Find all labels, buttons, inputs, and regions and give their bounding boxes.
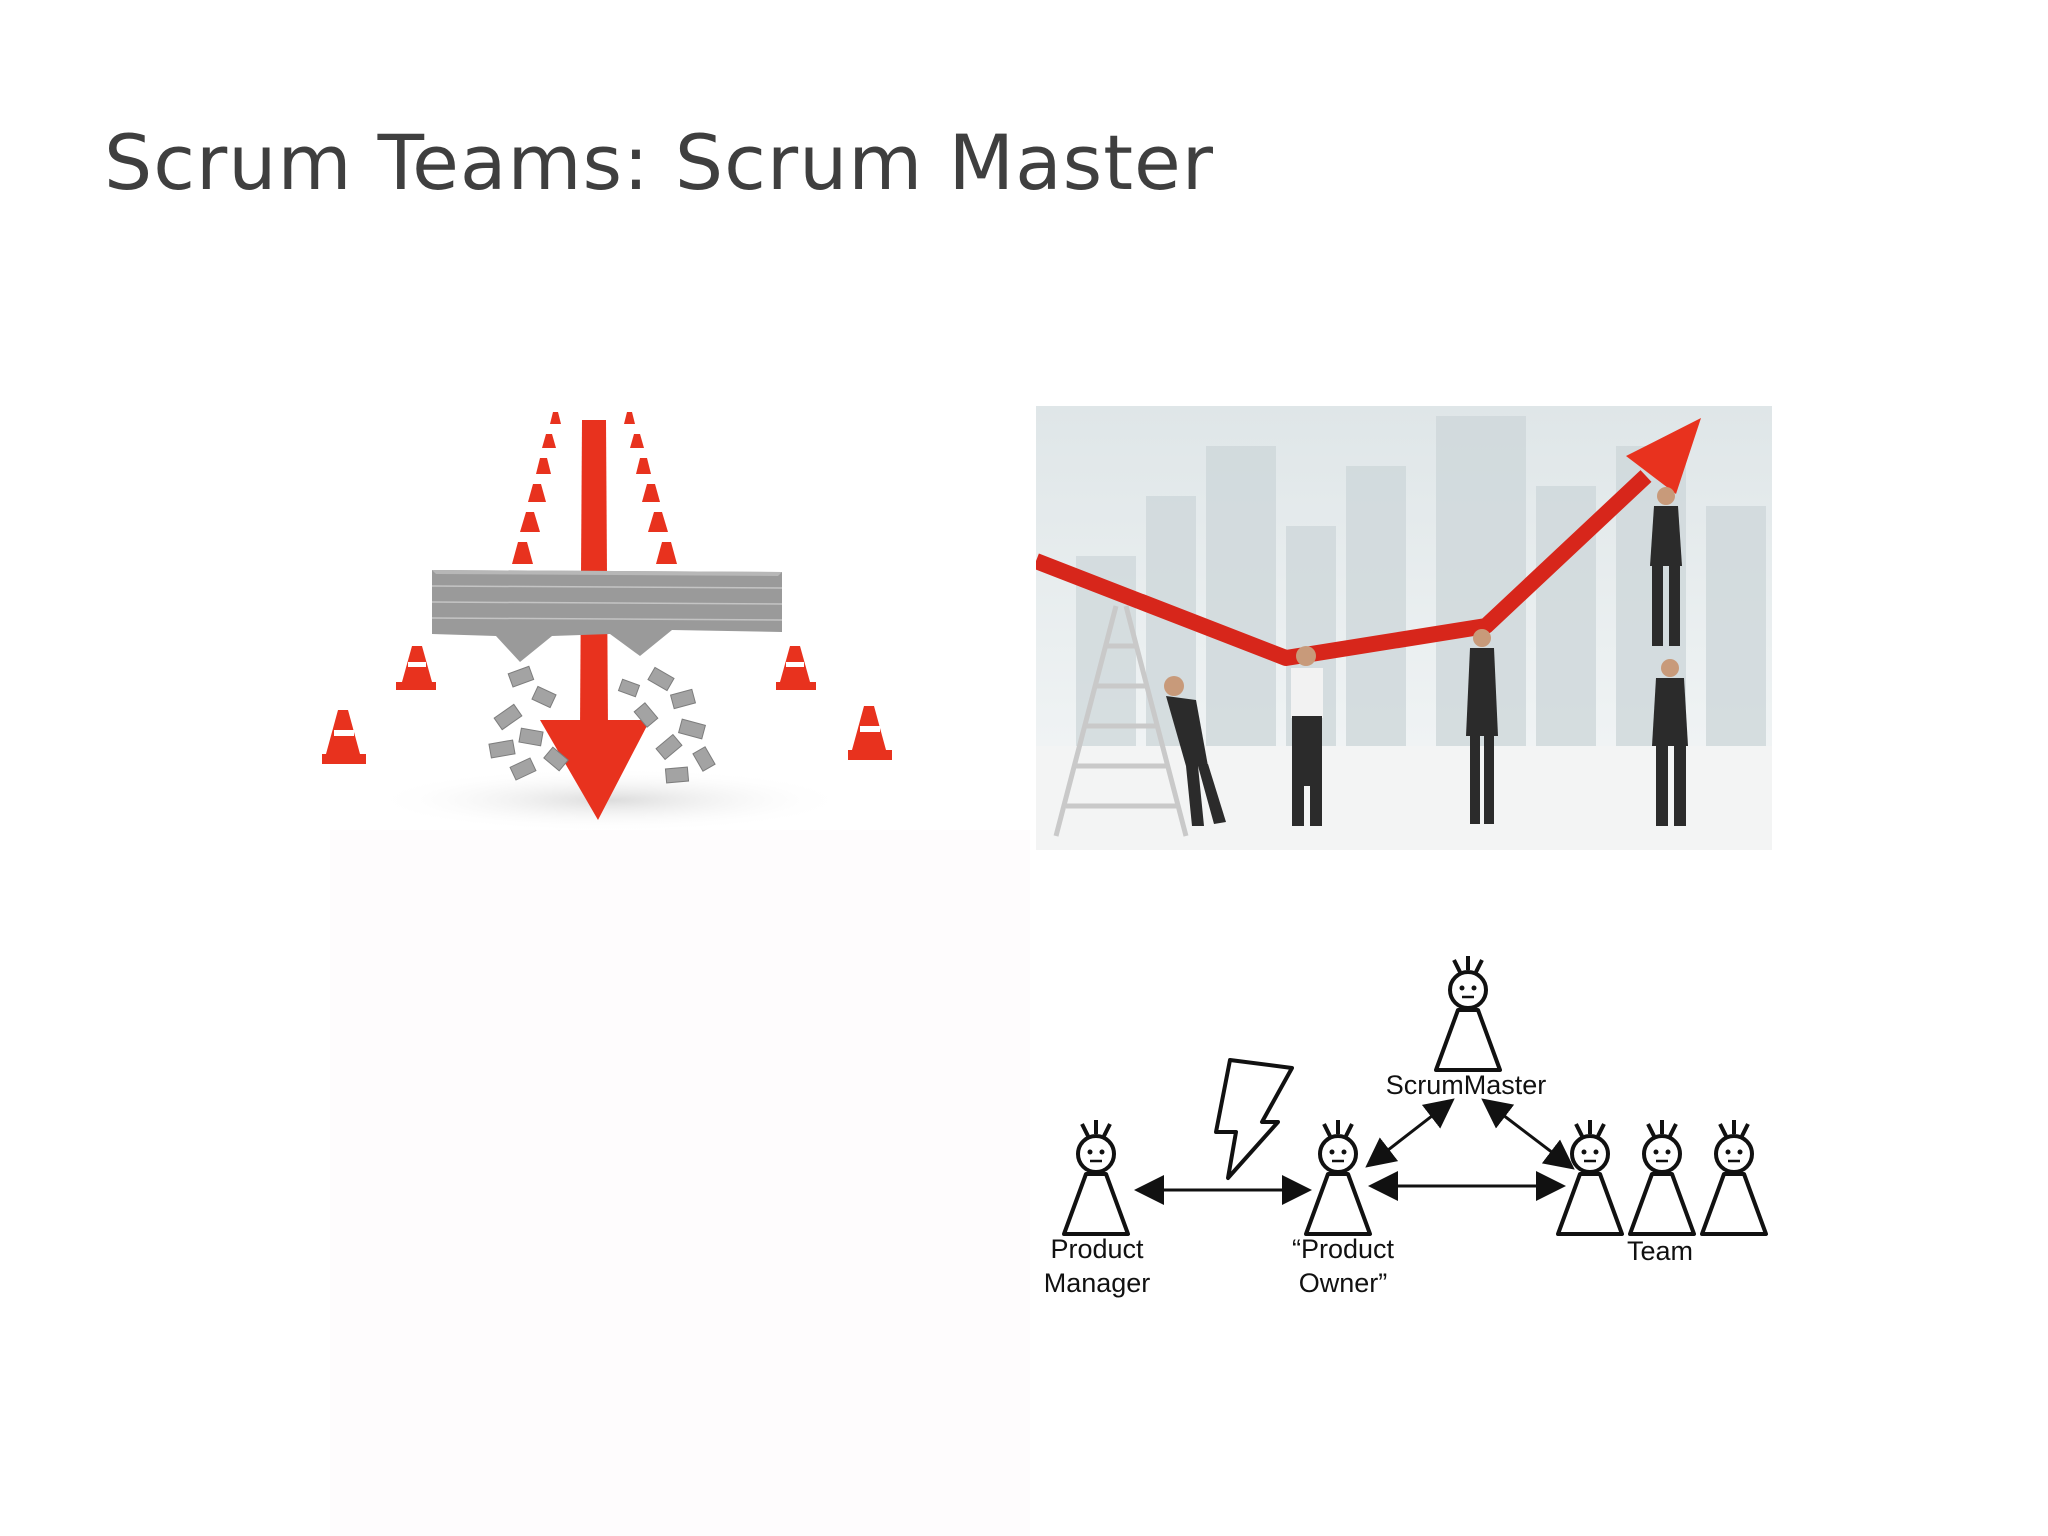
- background-panel: [330, 830, 1030, 1536]
- traffic-cone-rows: [512, 412, 677, 564]
- product-manager-label: Product Manager: [1043, 1234, 1151, 1298]
- wall-breakthrough-image: [322, 412, 892, 832]
- slide-title: Scrum Teams: Scrum Master: [104, 118, 1215, 207]
- scrum-roles-diagram: [1062, 956, 1768, 1236]
- team-label: Team: [1626, 1236, 1694, 1266]
- business-people: [1164, 487, 1688, 826]
- brick-wall: [431, 570, 783, 662]
- lightning-bolt-icon: [1214, 1058, 1294, 1180]
- scrum-master-figure-icon: [1434, 956, 1502, 1072]
- trend-arrow-icon: [1036, 418, 1701, 666]
- scrum-master-label: ScrumMaster: [1385, 1070, 1547, 1100]
- team-figures-icon: [1556, 1120, 1768, 1236]
- ladder: [1053, 605, 1189, 837]
- product-owner-figure-icon: [1304, 1120, 1372, 1236]
- growth-arrow-photo: [1036, 406, 1772, 850]
- product-manager-figure-icon: [1062, 1120, 1130, 1236]
- relationship-arrows: [1134, 1098, 1575, 1205]
- product-owner-label: “Product Owner”: [1291, 1234, 1395, 1298]
- brick-rubble: [488, 665, 716, 784]
